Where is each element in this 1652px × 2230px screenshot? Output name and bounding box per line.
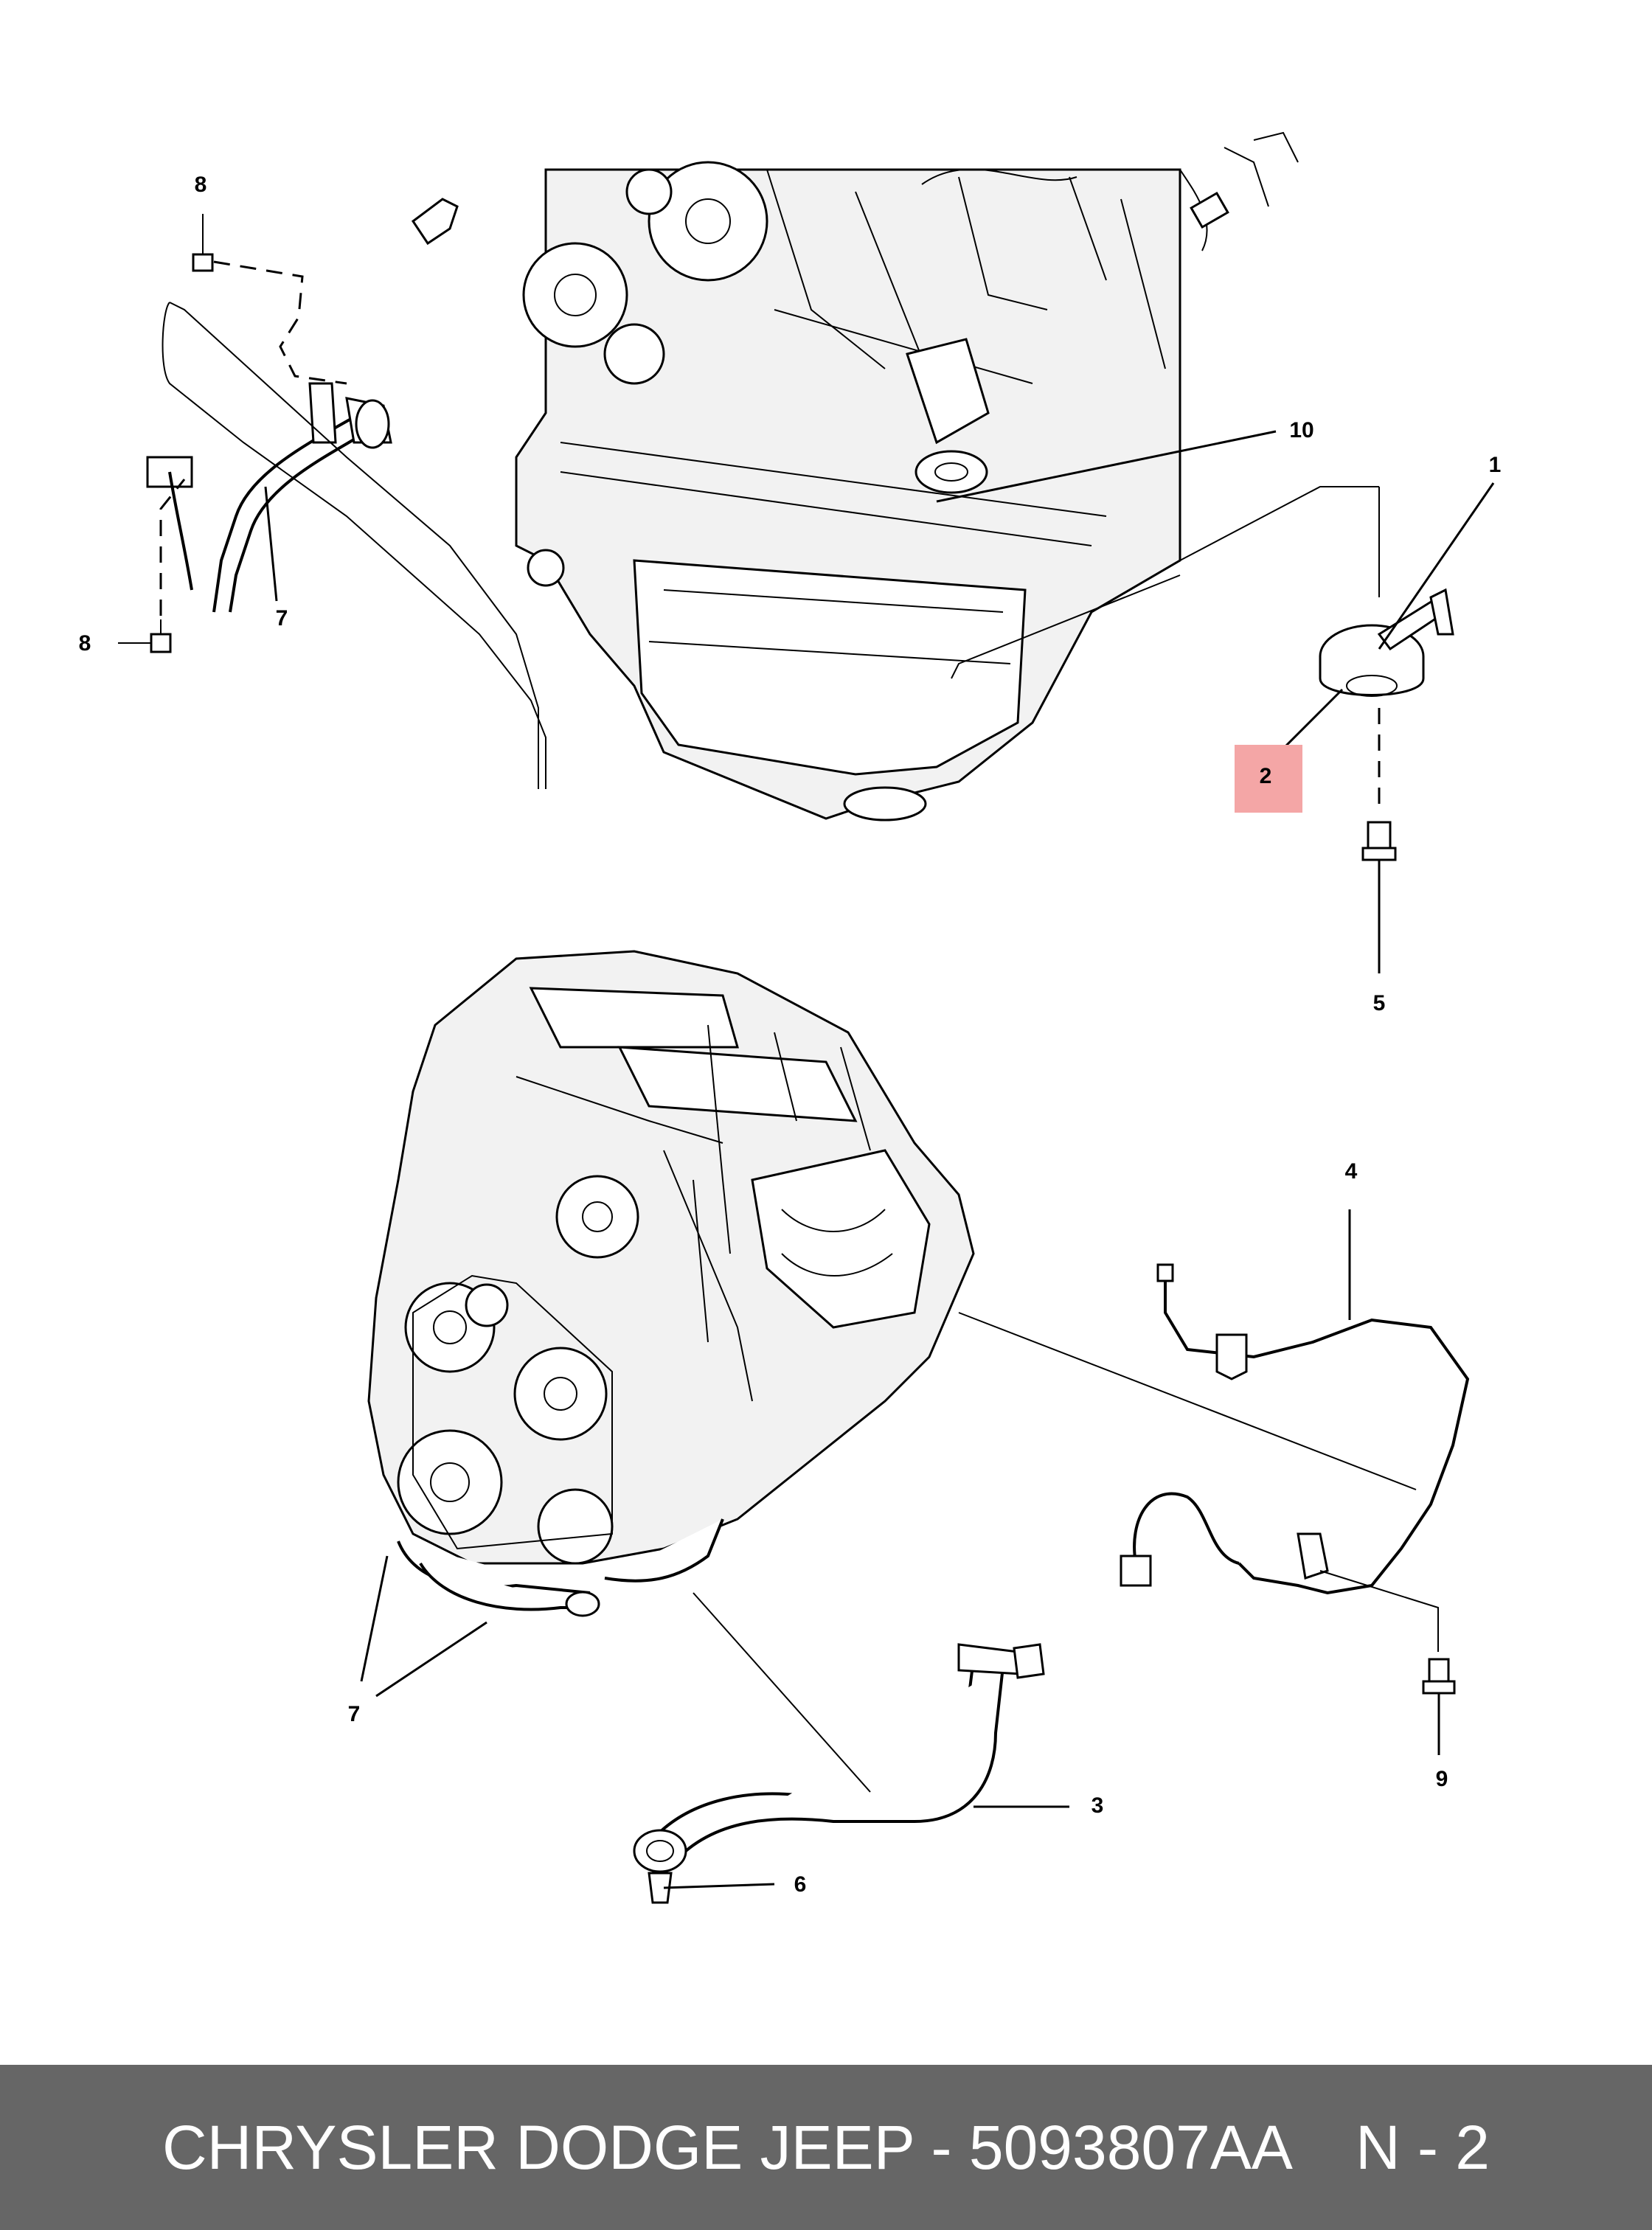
part-number-title: CHRYSLER DODGE JEEP - 5093807AA xyxy=(162,2113,1293,2182)
cooler-line-4 xyxy=(1120,1263,1470,1595)
routing-line-3 xyxy=(693,1592,871,1793)
hose-3 xyxy=(633,1643,1045,1904)
bolt-9 xyxy=(1319,1570,1456,1755)
connector-5 xyxy=(1361,708,1397,973)
leader-lines xyxy=(264,430,1495,1889)
oil-cooler-assembly xyxy=(1319,588,1454,697)
routing-line-8b xyxy=(159,479,186,616)
top-engine-assembly xyxy=(411,131,1299,822)
routing-line-4 xyxy=(958,1312,1417,1490)
callout-label-9: 9 xyxy=(1436,1767,1448,1791)
callout-highlight xyxy=(1235,745,1302,813)
callout-label-7-top: 7 xyxy=(276,606,288,631)
parts-diagram: 8 8 7 10 1 2 5 4 7 3 9 6 xyxy=(79,131,1502,1904)
callout-label-10: 10 xyxy=(1289,418,1313,442)
bolt-8-left xyxy=(118,619,172,653)
routing-line-cooler xyxy=(951,486,1380,679)
coolant-tube-top xyxy=(146,382,392,613)
routing-line-8 xyxy=(213,260,347,385)
callout-label-7-bottom: 7 xyxy=(348,1702,361,1726)
callout-label-3: 3 xyxy=(1092,1793,1104,1818)
callout-label-2: 2 xyxy=(1260,764,1272,788)
routing-line-tube xyxy=(162,302,546,789)
callout-label-4: 4 xyxy=(1345,1159,1358,1184)
footer-bar: CHRYSLER DODGE JEEP - 5093807AA N - 2 xyxy=(0,2065,1652,2230)
callout-label-8-top: 8 xyxy=(195,173,207,197)
callout-label-8-left: 8 xyxy=(79,631,91,656)
callout-label-1: 1 xyxy=(1489,453,1502,477)
page-number: N - 2 xyxy=(1355,2113,1490,2182)
bottom-engine-assembly xyxy=(367,950,975,1617)
callout-label-6: 6 xyxy=(794,1872,807,1897)
routing-line-tube-b xyxy=(169,302,539,789)
bolt-8-top xyxy=(192,214,214,272)
callout-label-5: 5 xyxy=(1373,991,1386,1015)
